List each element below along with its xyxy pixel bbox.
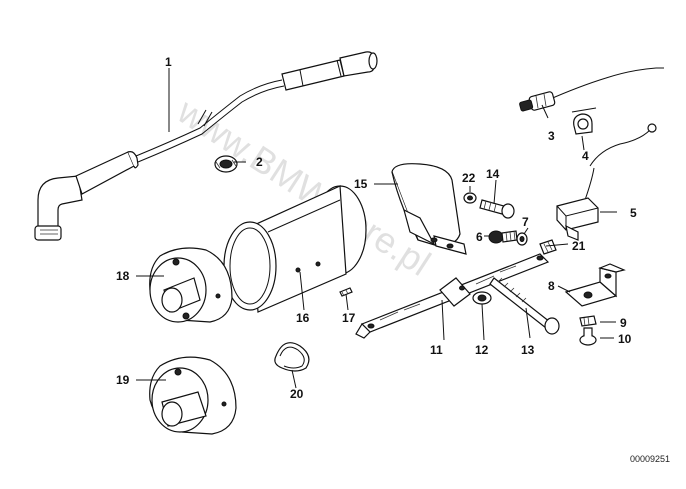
label-21: 21 <box>572 239 586 253</box>
strap <box>355 253 550 339</box>
sleeve-nut <box>472 291 492 305</box>
grommet <box>214 155 238 173</box>
label-1: 1 <box>165 55 172 69</box>
terminal-21 <box>539 239 557 255</box>
loop-gasket <box>274 342 310 372</box>
suppressor <box>556 123 657 241</box>
label-13: 13 <box>521 343 535 357</box>
label-19: 19 <box>116 373 130 387</box>
ignition-lead <box>34 51 378 241</box>
label-17: 17 <box>342 311 356 325</box>
bracket <box>564 263 626 307</box>
reference-code: 00009251 <box>630 454 670 464</box>
label-6: 6 <box>476 230 483 244</box>
end-cap-19 <box>149 356 237 435</box>
label-8: 8 <box>548 279 555 293</box>
leader-lines <box>136 68 617 389</box>
nut-9 <box>579 315 597 327</box>
label-16: 16 <box>296 311 310 325</box>
label-5: 5 <box>630 206 637 220</box>
bolt-10 <box>579 327 597 346</box>
clamp-band <box>391 163 467 255</box>
screw-17 <box>339 287 353 297</box>
label-14: 14 <box>486 167 500 181</box>
end-cap-18 <box>149 247 233 323</box>
label-11: 11 <box>430 343 443 357</box>
screw-6 <box>488 230 518 244</box>
label-12: 12 <box>475 343 489 357</box>
part-labels: 1 2 3 4 5 6 7 8 9 10 11 12 13 14 15 16 1… <box>116 55 637 401</box>
label-15: 15 <box>354 177 368 191</box>
bolt-14 <box>479 199 515 219</box>
label-2: 2 <box>256 155 263 169</box>
label-7: 7 <box>522 215 529 229</box>
cylinder-sleeve <box>223 185 367 313</box>
long-bolt <box>489 277 560 335</box>
clip <box>571 107 597 135</box>
nut-22 <box>463 192 477 204</box>
label-4: 4 <box>582 149 589 163</box>
label-18: 18 <box>116 269 130 283</box>
connector-wire <box>519 67 664 112</box>
label-9: 9 <box>620 316 627 330</box>
label-20: 20 <box>290 387 304 401</box>
label-22: 22 <box>462 171 476 185</box>
label-3: 3 <box>548 129 555 143</box>
washer-7 <box>516 232 528 246</box>
label-10: 10 <box>618 332 632 346</box>
